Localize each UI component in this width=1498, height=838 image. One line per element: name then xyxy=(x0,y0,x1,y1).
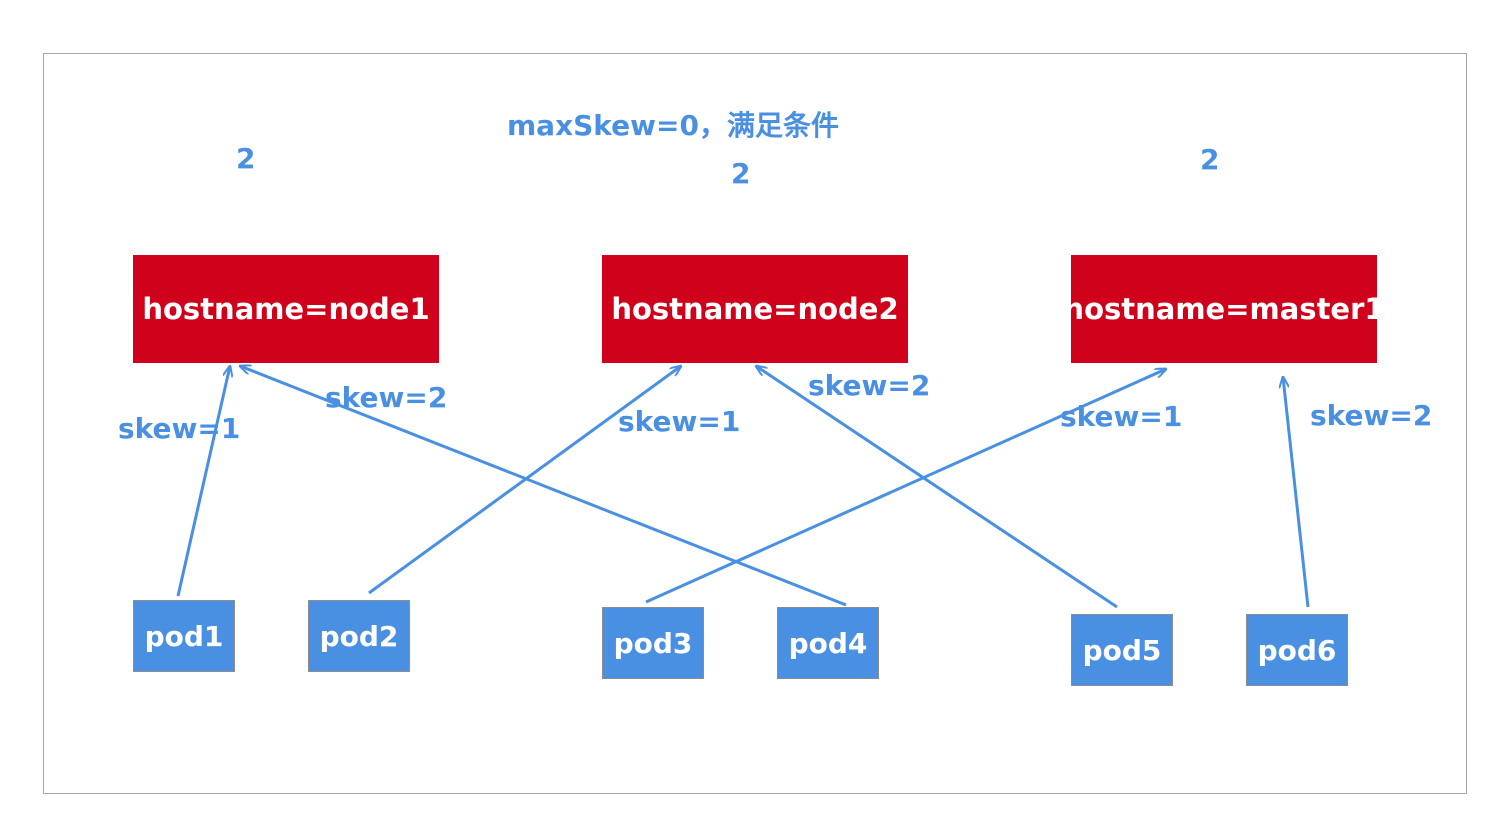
node1-count: 2 xyxy=(236,142,256,175)
arrow-pod4-node1 xyxy=(240,366,847,607)
node-box-master1: hostname=master1 xyxy=(1063,255,1385,363)
pod-box-pod1: pod1 xyxy=(133,600,235,672)
arrow-pod5-node2 xyxy=(756,366,1118,609)
skew-label-pod6: skew=2 xyxy=(1310,399,1433,432)
arrow-pod1-node1 xyxy=(176,366,230,597)
skew-label-pod3: skew=1 xyxy=(1060,400,1183,433)
master1-count: 2 xyxy=(1200,143,1220,176)
skew-label-pod5: skew=2 xyxy=(808,369,931,402)
node2-count: 2 xyxy=(731,157,751,190)
skew-label-pod1: skew=1 xyxy=(118,412,241,445)
arrow-pod6-master1 xyxy=(1283,377,1310,608)
diagram-frame xyxy=(43,53,1467,794)
node-box-node1: hostname=node1 xyxy=(133,255,439,363)
arrow-pod2-node2 xyxy=(368,366,681,595)
skew-label-pod2: skew=1 xyxy=(618,405,741,438)
node-box-node2: hostname=node2 xyxy=(602,255,908,363)
pod-box-pod6: pod6 xyxy=(1246,614,1348,686)
skew-label-pod4: skew=2 xyxy=(325,381,448,414)
pod-box-pod3: pod3 xyxy=(602,607,704,679)
pod-box-pod4: pod4 xyxy=(777,607,879,679)
diagram-caption: maxSkew=0，满足条件 xyxy=(507,109,839,142)
pod-box-pod2: pod2 xyxy=(308,600,410,672)
arrow-pod3-master1 xyxy=(645,369,1166,604)
pod-box-pod5: pod5 xyxy=(1071,614,1173,686)
